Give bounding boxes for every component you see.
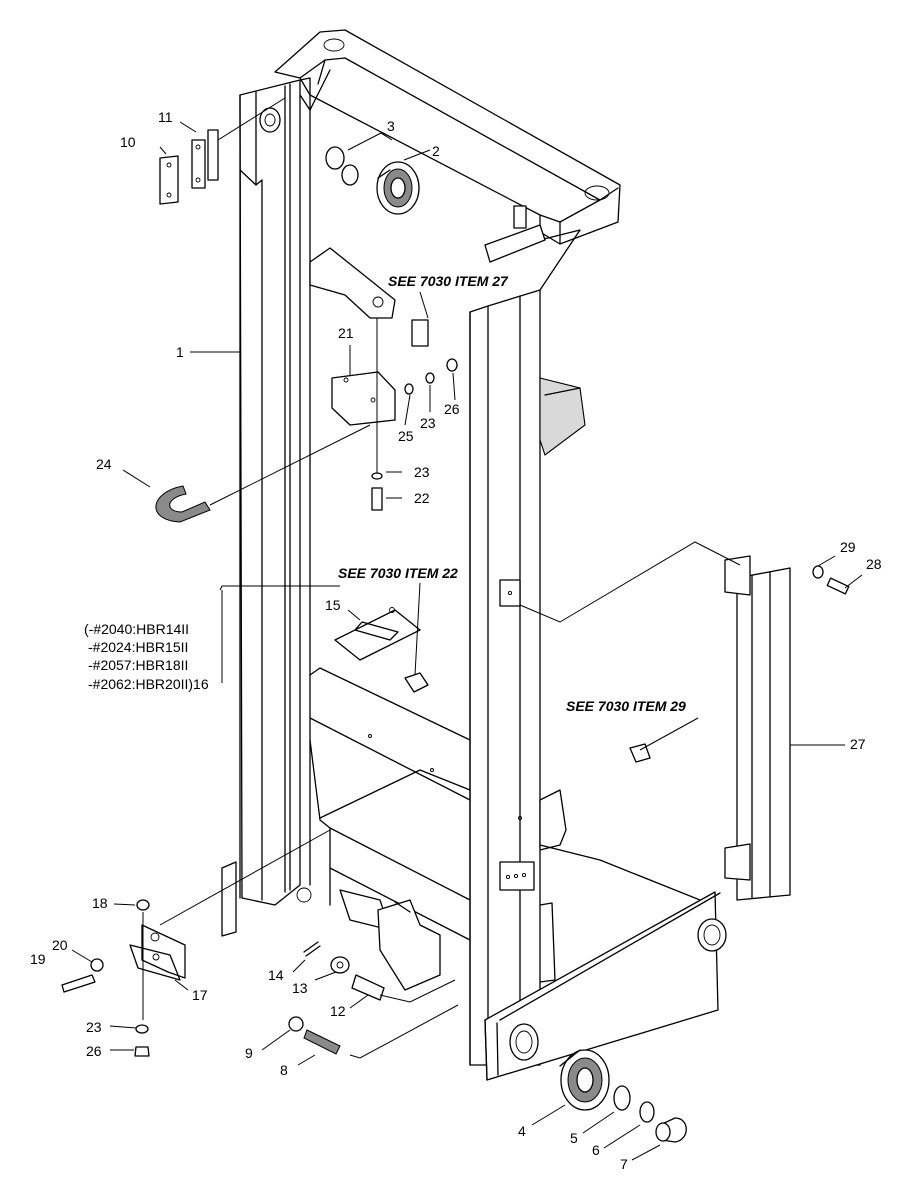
callout-7: 7 — [620, 1156, 628, 1172]
mast-frame — [221, 29, 727, 1081]
part-12-13-14-pin-set — [303, 941, 456, 1003]
part-22-bolt — [371, 318, 458, 511]
callout-13: 13 — [292, 980, 308, 996]
callout-3: 3 — [387, 118, 395, 134]
part-10-11-plates — [159, 97, 286, 205]
callout-2: 2 — [432, 143, 440, 159]
callout-6: 6 — [592, 1142, 600, 1158]
part-27-cover-channel — [519, 541, 850, 901]
callout-12: 12 — [330, 1003, 346, 1019]
callout-26-lower: 26 — [86, 1043, 102, 1059]
leader-lines — [71, 121, 863, 1161]
callout-18: 18 — [92, 895, 108, 911]
part-5-snap-ring — [613, 1085, 631, 1111]
callout-11: 11 — [158, 109, 173, 125]
callout-26-upper: 26 — [444, 401, 460, 417]
see-7030-item-27: SEE 7030 ITEM 27 — [388, 273, 509, 289]
part-21-bracket — [331, 371, 396, 426]
serial-number-note: (-#2040:HBR14II -#2024:HBR15II -#2057:HB… — [84, 621, 209, 692]
part-24-u-bolt — [155, 424, 371, 523]
callout-19: 19 — [30, 951, 46, 967]
callout-23-middle: 23 — [414, 464, 430, 480]
callout-17: 17 — [192, 987, 208, 1003]
serial-note-line-2: -#2024:HBR15II — [88, 639, 188, 655]
callout-23-lower: 23 — [86, 1019, 102, 1035]
callout-10: 10 — [120, 134, 136, 150]
reference-notes: SEE 7030 ITEM 27 SEE 7030 ITEM 22 SEE 70… — [338, 273, 686, 714]
part-4-roller — [559, 1049, 610, 1111]
callout-4: 4 — [518, 1123, 526, 1139]
part-8-9-bolt-nut — [288, 1004, 459, 1059]
callout-25: 25 — [398, 428, 414, 444]
callout-15: 15 — [325, 597, 341, 613]
part-6-shim — [639, 1101, 655, 1123]
callout-29: 29 — [840, 539, 856, 555]
callout-21: 21 — [338, 325, 354, 341]
serial-note-line-3: -#2057:HBR18II — [88, 657, 188, 673]
callout-1: 1 — [176, 344, 184, 360]
callout-27: 27 — [850, 736, 866, 752]
part-3-snap-rings — [325, 146, 359, 186]
serial-note-line-1: (-#2040:HBR14II — [84, 621, 189, 637]
see-7030-item-22: SEE 7030 ITEM 22 — [338, 565, 458, 581]
serial-note-line-4: -#2062:HBR20II)16 — [88, 676, 209, 692]
part-15-plate — [334, 607, 421, 661]
callout-5: 5 — [570, 1130, 578, 1146]
callout-9: 9 — [245, 1045, 253, 1061]
callout-numbers: 1 2 3 4 5 6 7 8 9 10 11 12 13 14 15 17 1… — [30, 109, 882, 1172]
callout-24: 24 — [96, 456, 112, 472]
part-7-cap — [655, 1117, 687, 1143]
cylinder-mount-bracket — [309, 247, 429, 347]
callout-28: 28 — [866, 556, 882, 572]
part-2-roller-bearing — [376, 161, 420, 215]
part-17-bracket — [61, 829, 331, 1057]
callout-8: 8 — [280, 1062, 288, 1078]
upper-shaft — [259, 107, 281, 133]
callout-22: 22 — [414, 490, 430, 506]
see-7030-item-29: SEE 7030 ITEM 29 — [566, 698, 686, 714]
callout-23-upper: 23 — [420, 415, 436, 431]
callout-20: 20 — [52, 937, 68, 953]
callout-14: 14 — [268, 967, 284, 983]
